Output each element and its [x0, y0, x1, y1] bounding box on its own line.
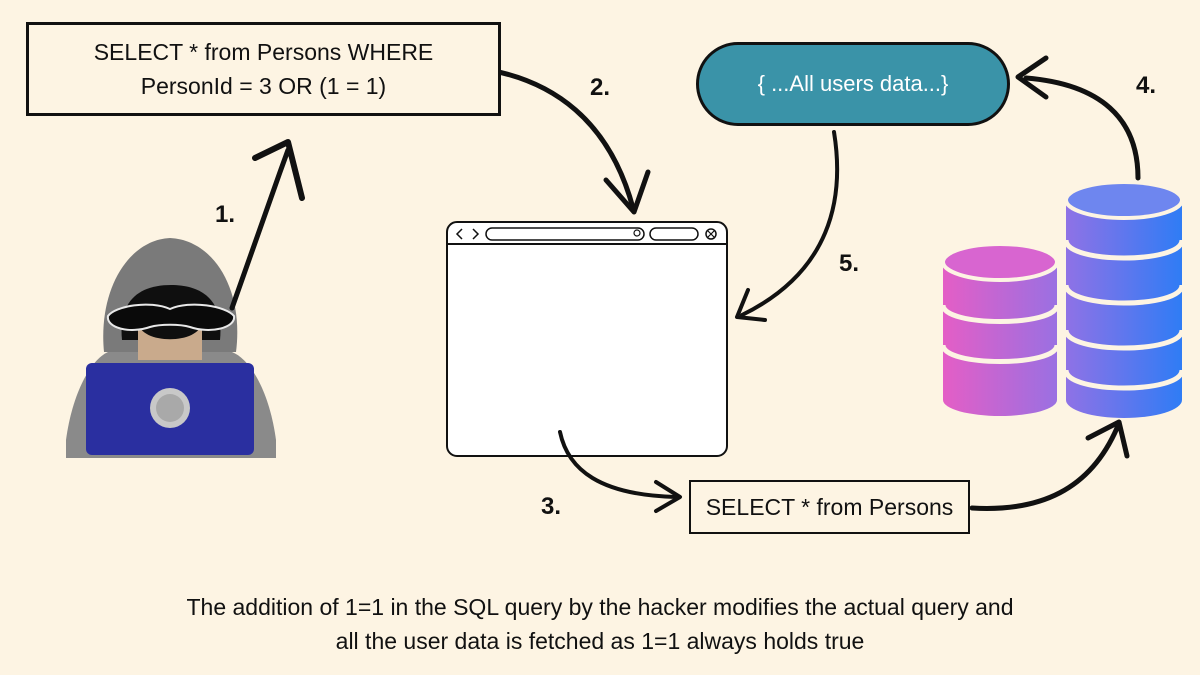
step-label-2: 2. [590, 74, 611, 101]
diagram-caption: The addition of 1=1 in the SQL query by … [0, 590, 1200, 658]
caption-line-2: all the user data is fetched as 1=1 alwa… [335, 628, 865, 654]
hacker-icon [66, 238, 276, 458]
arrow-step-5 [735, 130, 840, 322]
database-icon-small [940, 242, 1060, 416]
injected-query-line-2: PersonId = 3 OR (1 = 1) [140, 73, 387, 99]
arrow-step-3 [558, 430, 682, 513]
all-users-data-text: { ...All users data...} [757, 71, 949, 96]
step-label-3: 3. [541, 493, 562, 520]
arrow-step-4 [1015, 55, 1141, 181]
executed-query-text: SELECT * from Persons [705, 493, 954, 520]
executed-query-box: SELECT * from Persons [689, 480, 970, 534]
caption-line-1: The addition of 1=1 in the SQL query by … [186, 594, 1014, 620]
injected-query-line-1: SELECT * from Persons WHERE [93, 39, 434, 65]
arrow-query-to-database [969, 419, 1130, 511]
injected-query-box: SELECT * from Persons WHERE PersonId = 3… [26, 22, 501, 116]
browser-window-icon [446, 221, 728, 457]
step-label-1: 1. [215, 201, 236, 228]
all-users-data-pill: { ...All users data...} [696, 42, 1010, 126]
database-icon-large [1063, 180, 1185, 418]
arrow-step-1 [229, 139, 305, 311]
step-label-4: 4. [1136, 72, 1157, 99]
step-label-5: 5. [839, 250, 860, 277]
